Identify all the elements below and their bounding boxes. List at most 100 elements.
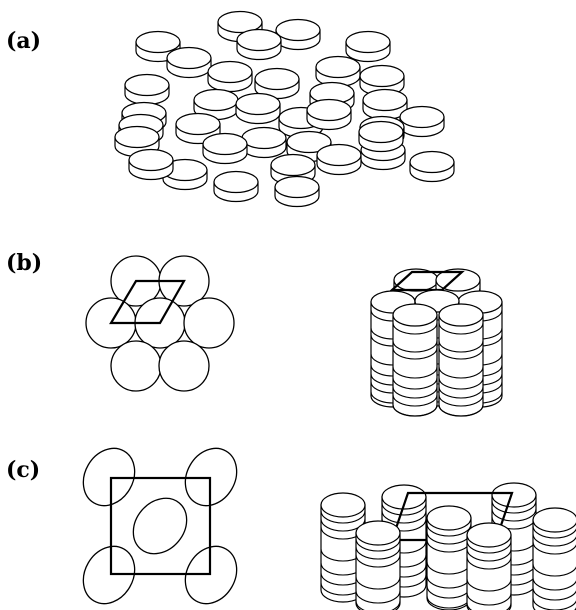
stack-disc-edge: [438, 377, 484, 390]
disc: [162, 158, 208, 191]
disc-stack: [426, 505, 472, 610]
disc: [358, 120, 404, 153]
stack-body: [392, 314, 438, 417]
stack-top: [532, 507, 576, 533]
column-ellipse: [82, 447, 136, 507]
stack-top: [355, 520, 401, 546]
stack-disc-edge: [438, 322, 484, 335]
stack-disc-edge: [532, 563, 576, 577]
panel-label-c: (c): [6, 457, 41, 483]
stack-disc-edge: [392, 394, 438, 407]
disc-top: [124, 73, 170, 97]
stack-top: [381, 484, 427, 510]
stack-disc-edge: [355, 538, 401, 552]
hexagonal-column-stacks: [370, 268, 503, 417]
disc-stack: [532, 507, 576, 610]
disc: [315, 55, 361, 88]
disc: [409, 150, 455, 183]
stack-disc-edge: [491, 508, 537, 522]
disc-top: [207, 60, 253, 84]
disc-top: [409, 150, 455, 174]
column-circle: [183, 297, 235, 349]
disc-top: [135, 30, 181, 54]
hexagonal-circle-packing: [85, 255, 235, 392]
stack-disc-edge: [381, 510, 427, 524]
stack-disc-edge: [438, 404, 484, 417]
stack-body: [426, 517, 472, 610]
stack-body: [532, 519, 576, 610]
disc-top: [358, 120, 404, 144]
disc-top: [399, 105, 445, 129]
stack-disc-edge: [355, 600, 401, 610]
disc-top: [114, 125, 160, 149]
disc-top: [315, 55, 361, 79]
disc: [399, 105, 445, 138]
stack-disc-edge: [392, 347, 438, 360]
disc-top: [362, 88, 408, 112]
disc: [235, 92, 281, 125]
stack-top: [491, 482, 537, 508]
disc-top: [236, 28, 282, 52]
stack-disc-edge: [438, 347, 484, 360]
disc-stack: [355, 520, 401, 610]
column-circle: [110, 340, 162, 392]
stack-top: [438, 303, 484, 327]
stack-disc-edge: [532, 587, 576, 601]
stack-disc-edge: [466, 548, 512, 562]
disc-stack: [392, 303, 438, 417]
disc-top: [217, 10, 263, 34]
disc-top: [166, 46, 212, 70]
disc-top: [254, 67, 300, 91]
stack-disc-edge: [426, 523, 472, 537]
stack-disc-edge: [392, 340, 438, 353]
stack-disc-edge: [532, 597, 576, 610]
stack-disc-edge: [392, 386, 438, 399]
stack-disc-edge: [438, 394, 484, 407]
disc: [316, 143, 362, 176]
panel-b-hexagonal-columnar: [85, 255, 503, 417]
stack-disc-edge: [320, 510, 366, 524]
disc-top: [316, 143, 362, 167]
stack-disc-edge: [355, 576, 401, 590]
disc: [241, 126, 287, 159]
stack-disc-edge: [381, 502, 427, 516]
stack-disc-edge: [438, 340, 484, 353]
unit-cell-rectangle: [109, 476, 212, 576]
disc-stack: [438, 303, 484, 417]
stack-disc-edge: [355, 590, 401, 604]
disc: [213, 170, 259, 203]
disc-top: [270, 153, 316, 177]
stack-disc-edge: [532, 525, 576, 539]
disc-top: [241, 126, 287, 150]
stack-disc-edge: [438, 366, 484, 379]
disc-top: [345, 30, 391, 54]
unit-cell-rhombus: [109, 279, 186, 325]
disc-top: [193, 88, 239, 112]
stack-top: [466, 522, 512, 548]
disc: [306, 98, 352, 131]
disc-top: [275, 18, 321, 42]
disc-top: [274, 175, 320, 199]
disc-top: [286, 130, 332, 154]
stack-disc-edge: [355, 554, 401, 568]
disc-top: [235, 92, 281, 116]
rectangular-column-stacks: [320, 482, 576, 610]
disc-top: [213, 170, 259, 194]
stack-disc-edge: [466, 556, 512, 570]
panel-label-a: (a): [6, 28, 42, 54]
disc: [128, 148, 174, 181]
stack-body: [466, 534, 512, 610]
disc: [207, 60, 253, 93]
stack-disc-edge: [532, 577, 576, 591]
stack-disc-edge: [466, 602, 512, 610]
rectangular-ellipse-packing: [82, 447, 238, 605]
disc: [275, 18, 321, 51]
stack-top: [392, 303, 438, 327]
disc: [124, 73, 170, 106]
stack-body: [438, 314, 484, 417]
stack-disc-edge: [466, 540, 512, 554]
stack-disc-edge: [392, 366, 438, 379]
stack-disc-edge: [392, 377, 438, 390]
stack-top: [426, 505, 472, 531]
disc-top: [128, 148, 174, 172]
